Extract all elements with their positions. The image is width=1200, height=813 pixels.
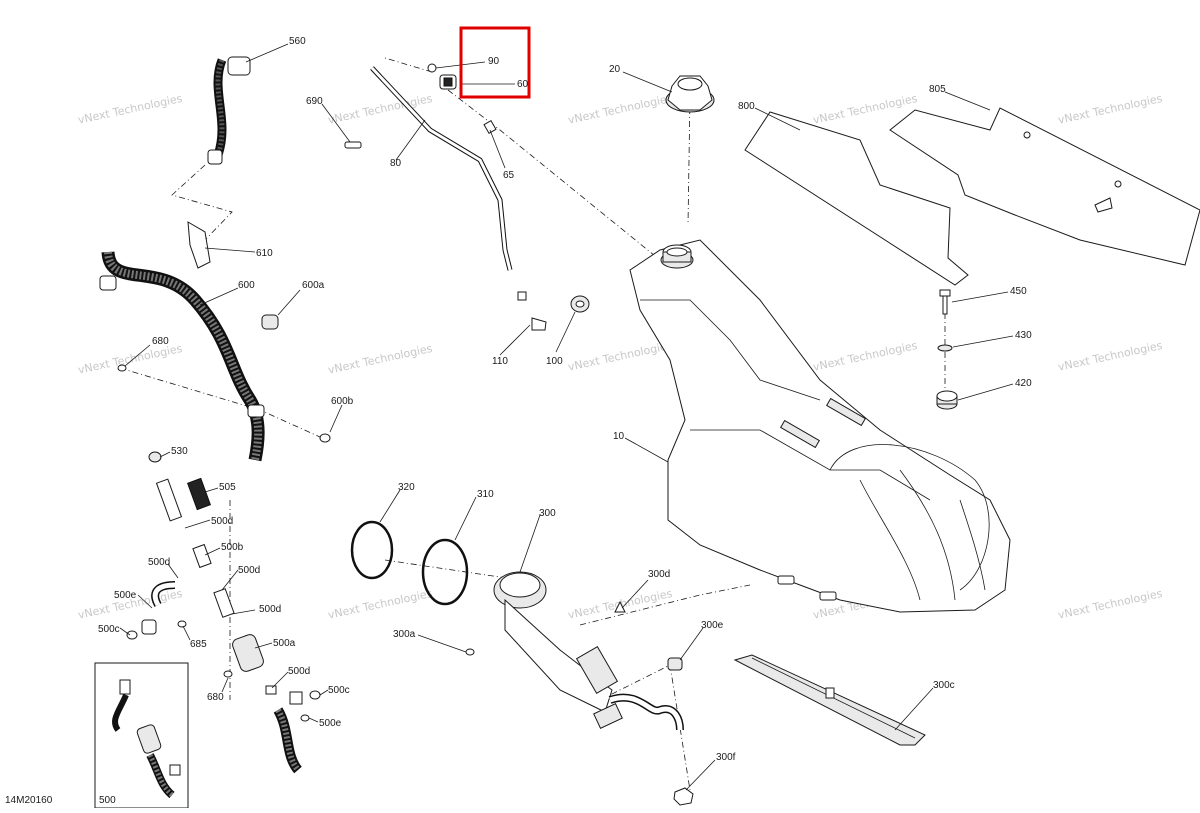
watermark: vNext Technologies — [77, 342, 184, 377]
ring-320 — [350, 520, 394, 580]
callout-labels: 560 690 80 90 60 65 20 800 805 610 600 6… — [5, 36, 1032, 806]
callout-320: 320 — [398, 482, 415, 493]
callout-610: 610 — [256, 248, 273, 259]
callout-600: 600 — [238, 280, 255, 291]
callout-500d: 500d — [238, 565, 260, 576]
callout-90: 90 — [488, 56, 500, 67]
watermark: vNext Technologies — [327, 92, 434, 127]
callout-300f: 300f — [716, 752, 736, 763]
ring-600a — [261, 314, 279, 330]
callout-80: 80 — [390, 158, 402, 169]
callout-300a: 300a — [393, 629, 416, 640]
callout-500d: 500d — [259, 604, 281, 615]
watermark: vNext Technologies — [567, 339, 674, 374]
callout-10: 10 — [613, 431, 625, 442]
watermark: vNext Technologies — [567, 92, 674, 127]
callout-300: 300 — [539, 508, 556, 519]
watermark: vNext Technologies — [1057, 92, 1164, 127]
callout-500e: 500e — [319, 718, 342, 729]
fitting-680-top — [117, 364, 127, 372]
callout-800: 800 — [738, 101, 755, 112]
callout-685: 685 — [190, 639, 207, 650]
callout-680: 680 — [207, 692, 224, 703]
callout-680: 680 — [152, 336, 169, 347]
callout-530: 530 — [171, 446, 188, 457]
callout-100: 100 — [546, 356, 563, 367]
callout-300c: 300c — [933, 680, 955, 691]
fuel-tank-10 — [629, 239, 1011, 613]
watermark: vNext Technologies — [1057, 587, 1164, 622]
callout-500: 500 — [99, 795, 116, 806]
callout-420: 420 — [1015, 378, 1032, 389]
callout-110: 110 — [492, 356, 508, 367]
fitting-690 — [344, 141, 362, 149]
callout-300d: 300d — [648, 569, 670, 580]
fuel-cap-20 — [665, 75, 715, 113]
watermark: vNext Technologies — [812, 339, 919, 374]
fuel-line-assembly — [126, 451, 321, 774]
bolt-450 — [939, 289, 951, 315]
highlight-box — [459, 26, 531, 99]
diagram-id: 14M20160 — [5, 795, 53, 806]
callout-500b: 500b — [221, 542, 244, 553]
callout-310: 310 — [477, 489, 494, 500]
inset-assembly-500 — [94, 662, 189, 809]
nut-300f — [673, 787, 694, 806]
cap-300e — [667, 657, 683, 671]
hose-560 — [207, 56, 251, 165]
callout-500d: 500d — [288, 666, 310, 677]
watermark: vNext Technologies — [327, 587, 434, 622]
leader-lines — [119, 43, 1014, 791]
callout-430: 430 — [1015, 330, 1032, 341]
callout-65: 65 — [503, 170, 515, 181]
callout-600b: 600b — [331, 396, 354, 407]
callout-60: 60 — [517, 79, 529, 90]
ring-310 — [421, 538, 469, 606]
washer-430 — [937, 344, 953, 352]
callout-560: 560 — [289, 36, 306, 47]
callout-805: 805 — [929, 84, 946, 95]
callout-20: 20 — [609, 64, 621, 75]
callout-500a: 500a — [273, 638, 296, 649]
callout-450: 450 — [1010, 286, 1027, 297]
grommet-100 — [570, 295, 590, 313]
fitting-65 — [483, 119, 497, 135]
nut-300a — [465, 648, 475, 656]
fuel-pump-300 — [493, 571, 684, 731]
callout-690: 690 — [306, 96, 323, 107]
hose-600 — [99, 251, 265, 462]
vent-line-80 — [370, 66, 513, 271]
clip-610 — [187, 221, 211, 269]
callout-500c: 500c — [98, 624, 120, 635]
fitting-110 — [517, 291, 547, 331]
callout-505: 505 — [219, 482, 236, 493]
callout-300e: 300e — [701, 620, 724, 631]
grommet-420 — [936, 390, 958, 410]
washer-600b — [319, 433, 331, 443]
callout-500d: 500d — [211, 516, 233, 527]
pad-805 — [889, 107, 1200, 266]
watermark: vNext Technologies — [77, 92, 184, 127]
callout-500d: 500d — [148, 557, 170, 568]
watermark: vNext Technologies — [327, 342, 434, 377]
watermark: vNext Technologies — [1057, 339, 1164, 374]
pad-800 — [744, 111, 969, 286]
callout-600a: 600a — [302, 280, 325, 291]
callout-500c: 500c — [328, 685, 350, 696]
callout-500e: 500e — [114, 590, 137, 601]
valve-60 — [427, 63, 457, 90]
shield-300c — [733, 654, 926, 746]
